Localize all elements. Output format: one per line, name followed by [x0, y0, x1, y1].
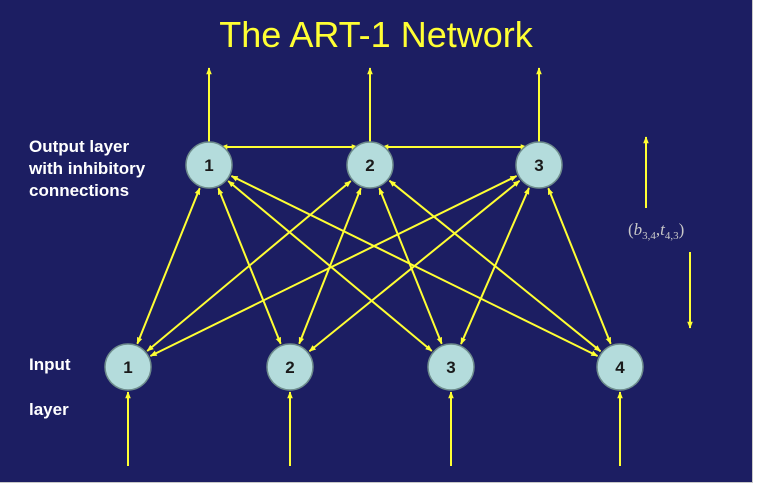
link-out2-in3: [378, 187, 443, 345]
output-node-3-circle: [515, 141, 563, 189]
input-node-3: 3: [427, 343, 475, 391]
input-node-3-label: 3: [446, 358, 455, 377]
weight-label: (b3,4,t4,3): [628, 220, 684, 242]
output-node-1: 1: [185, 141, 233, 189]
link-out1-in1: [136, 187, 201, 345]
output-label-line-2: with inhibitory: [29, 159, 146, 178]
weight-open-paren: (: [628, 220, 634, 239]
input-node-1-label: 1: [123, 358, 132, 377]
output-node-1-circle: [185, 141, 233, 189]
input-node-4: 4: [596, 343, 644, 391]
input-node-2-label: 2: [285, 358, 294, 377]
output-label-line-1: Output layer: [29, 137, 130, 156]
output-node-2-circle: [346, 141, 394, 189]
input-node-4-circle: [596, 343, 644, 391]
input-node-2-circle: [266, 343, 314, 391]
nodes-layer: 1 2 3 1 2 3 4: [104, 141, 644, 391]
art1-network-diagram: 1 2 3 1 2 3 4 (b3,4,t4,3): [104, 67, 693, 466]
link-out3-in1: [149, 175, 518, 357]
link-out2-in1: [146, 180, 352, 352]
output-label-line-3: connections: [29, 181, 130, 200]
input-node-4-label: 4: [615, 358, 625, 377]
link-out3-in2: [308, 179, 521, 353]
input-node-1-circle: [104, 343, 152, 391]
weight-t-symbol: t: [660, 220, 666, 239]
link-out2-in2: [298, 187, 362, 345]
link-out3-in4: [547, 187, 612, 345]
input-node-3-circle: [427, 343, 475, 391]
weight-b-symbol: b: [634, 220, 643, 239]
output-node-2: 2: [346, 141, 394, 189]
output-node-3: 3: [515, 141, 563, 189]
input-layer-label-line-2: layer: [29, 400, 69, 419]
output-layer-label: Output layer with inhibitory connections: [29, 136, 145, 202]
output-node-1-label: 1: [204, 156, 213, 175]
link-out3-in3: [460, 187, 530, 345]
weight-comma: ,: [656, 220, 660, 239]
slide-title: The ART-1 Network: [219, 14, 533, 55]
output-node-2-label: 2: [365, 156, 374, 175]
input-node-2: 2: [266, 343, 314, 391]
input-layer-label-line-1: Input: [29, 355, 71, 374]
input-node-1: 1: [104, 343, 152, 391]
edges-layer: [125, 67, 693, 466]
weight-close-paren: ): [679, 220, 685, 239]
weight-t-subscript: 4,3: [665, 230, 679, 242]
weight-b-subscript: 3,4: [642, 230, 656, 242]
output-node-3-label: 3: [534, 156, 543, 175]
